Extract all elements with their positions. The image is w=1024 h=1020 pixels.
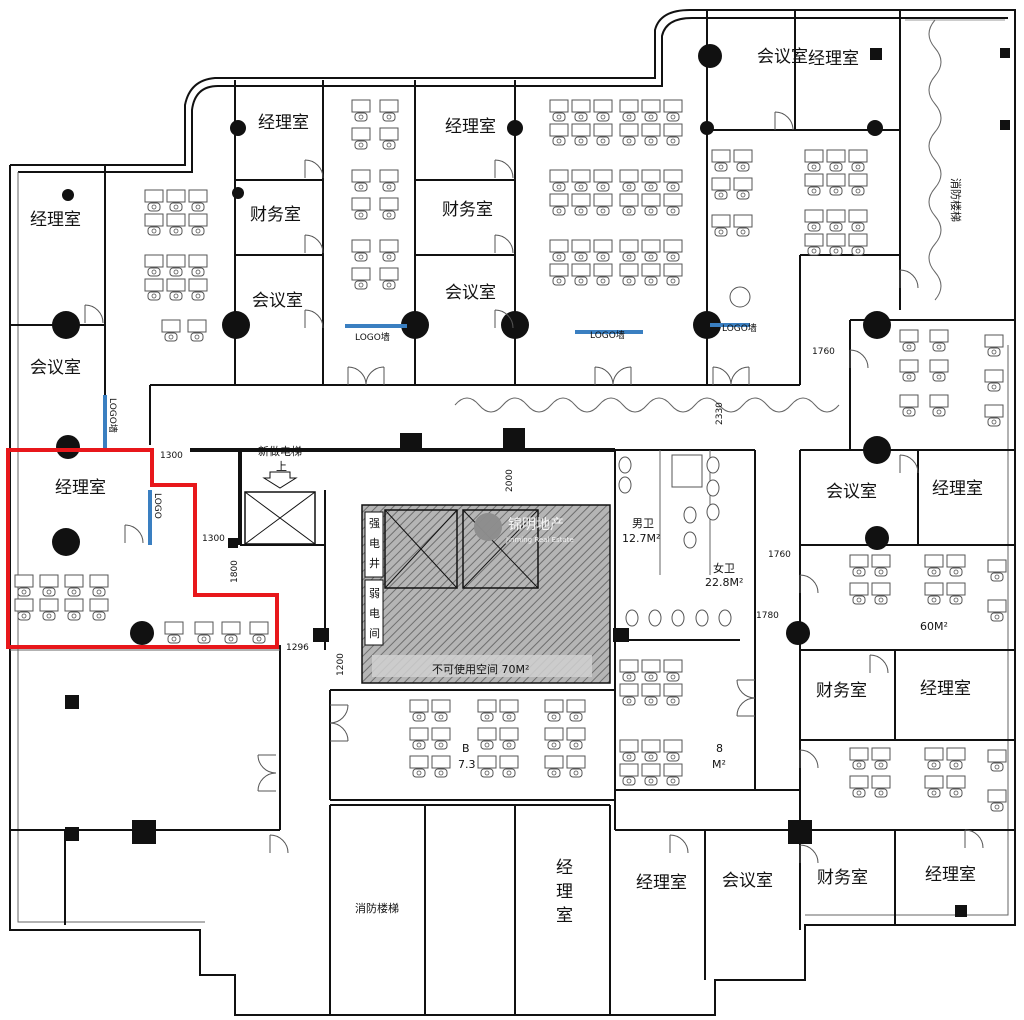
label-area-60: 60M² <box>920 620 948 633</box>
room-label-finance: 财务室 <box>442 200 493 220</box>
label-shaft-4: 弱 <box>369 587 380 600</box>
building-outline <box>9 9 1016 1016</box>
room-label-meeting: 会议室 <box>757 47 808 67</box>
room-label-finance: 财务室 <box>250 205 301 225</box>
dimension-1760-mid: 1760 <box>768 550 791 560</box>
label-shaft-3: 井 <box>369 556 380 570</box>
room-label-manager-vertical-1: 经 <box>556 858 573 878</box>
toilets <box>618 454 732 627</box>
room-label-fire-stair-top: 消防楼梯 <box>949 178 963 222</box>
dimension-1296: 1296 <box>286 643 309 653</box>
room-labels: 会议室 经理室 经理室 经理室 经理室 财务室 财务室 会议室 会议室 会议室 … <box>30 47 983 926</box>
watermark-logo-icon <box>474 513 502 541</box>
label-shaft-6: 间 <box>369 627 380 640</box>
room-label-manager: 经理室 <box>808 49 859 69</box>
room-label-manager: 经理室 <box>920 679 971 699</box>
label-shaft-2: 电 <box>369 537 380 550</box>
label-male-wc-area: 12.7M² <box>622 532 660 545</box>
room-label-manager: 经理室 <box>636 873 687 893</box>
room-label-meeting: 会议室 <box>30 358 81 378</box>
room-label-manager-highlighted: 经理室 <box>55 478 106 498</box>
room-label-manager: 经理室 <box>30 210 81 230</box>
dimension-1300-b: 1300 <box>202 534 225 544</box>
label-unusable-space: 不可使用空间 70M² <box>432 662 529 676</box>
logo-wall-label: LOGO墙 <box>722 322 757 334</box>
watermark-cn: 锦明地产 <box>508 516 564 533</box>
curtain-wall <box>454 19 942 413</box>
room-label-manager: 经理室 <box>445 117 496 137</box>
room-label-finance: 财务室 <box>816 681 867 701</box>
label-area-b2: 7.3 <box>458 758 476 771</box>
logo-wall-label: LOGO墙 <box>355 331 390 343</box>
room-label-manager-vertical-3: 室 <box>556 906 573 926</box>
room-label-meeting: 会议室 <box>252 291 303 311</box>
highlighted-unit-outline <box>6 448 279 649</box>
label-up: 上 <box>276 460 287 473</box>
watermark-en: Jinming Real Estate <box>505 536 574 544</box>
room-label-fire-stair: 消防楼梯 <box>355 901 399 915</box>
room-label-meeting: 会议室 <box>722 871 773 891</box>
dimension-1200: 1200 <box>336 653 346 676</box>
square-columns <box>65 48 1010 917</box>
room-label-manager-vertical-2: 理 <box>556 882 573 902</box>
label-new-elevator: 新做电梯 <box>258 444 302 458</box>
label-shaft-5: 电 <box>369 607 380 620</box>
dimension-1300-a: 1300 <box>160 451 183 461</box>
room-label-meeting: 会议室 <box>826 482 877 502</box>
label-female-wc: 女卫 <box>713 561 735 575</box>
room-label-manager: 经理室 <box>932 479 983 499</box>
room-label-finance: 财务室 <box>817 868 868 888</box>
elevator-new <box>244 471 316 545</box>
dimension-2000: 2000 <box>505 469 515 492</box>
watermark: 锦明地产 Jinming Real Estate <box>474 513 574 544</box>
dimension-labels: 1760 2330 1300 2000 1300 1800 1296 1200 … <box>160 347 835 676</box>
columns <box>52 44 891 645</box>
logo-wall-label-vertical: LOGO墙 <box>107 398 119 433</box>
logo-walls <box>103 323 750 545</box>
label-area-m2: M² <box>712 758 726 771</box>
logo-wall-label: LOGO墙 <box>590 329 625 341</box>
dimension-1800: 1800 <box>230 560 240 583</box>
dimension-1760-top: 1760 <box>812 347 835 357</box>
dimension-1780: 1780 <box>756 611 779 621</box>
logo-wall-labels: LOGO墙 LOGO墙 LOGO墙 LOGO墙 LOGO <box>107 322 757 519</box>
label-area-b: B <box>462 742 470 755</box>
label-shaft-1: 强 <box>369 517 380 530</box>
unusable-core <box>361 504 611 684</box>
workstations <box>14 99 1007 812</box>
logo-wall-label-vertical-short: LOGO <box>152 493 162 519</box>
room-label-manager: 经理室 <box>925 865 976 885</box>
label-female-wc-area: 22.8M² <box>705 576 743 589</box>
dimension-2330: 2330 <box>715 402 725 425</box>
room-label-meeting: 会议室 <box>445 283 496 303</box>
label-area-8: 8 <box>716 742 723 755</box>
room-label-manager: 经理室 <box>258 113 309 133</box>
label-male-wc: 男卫 <box>632 517 654 530</box>
double-doors <box>257 366 756 792</box>
